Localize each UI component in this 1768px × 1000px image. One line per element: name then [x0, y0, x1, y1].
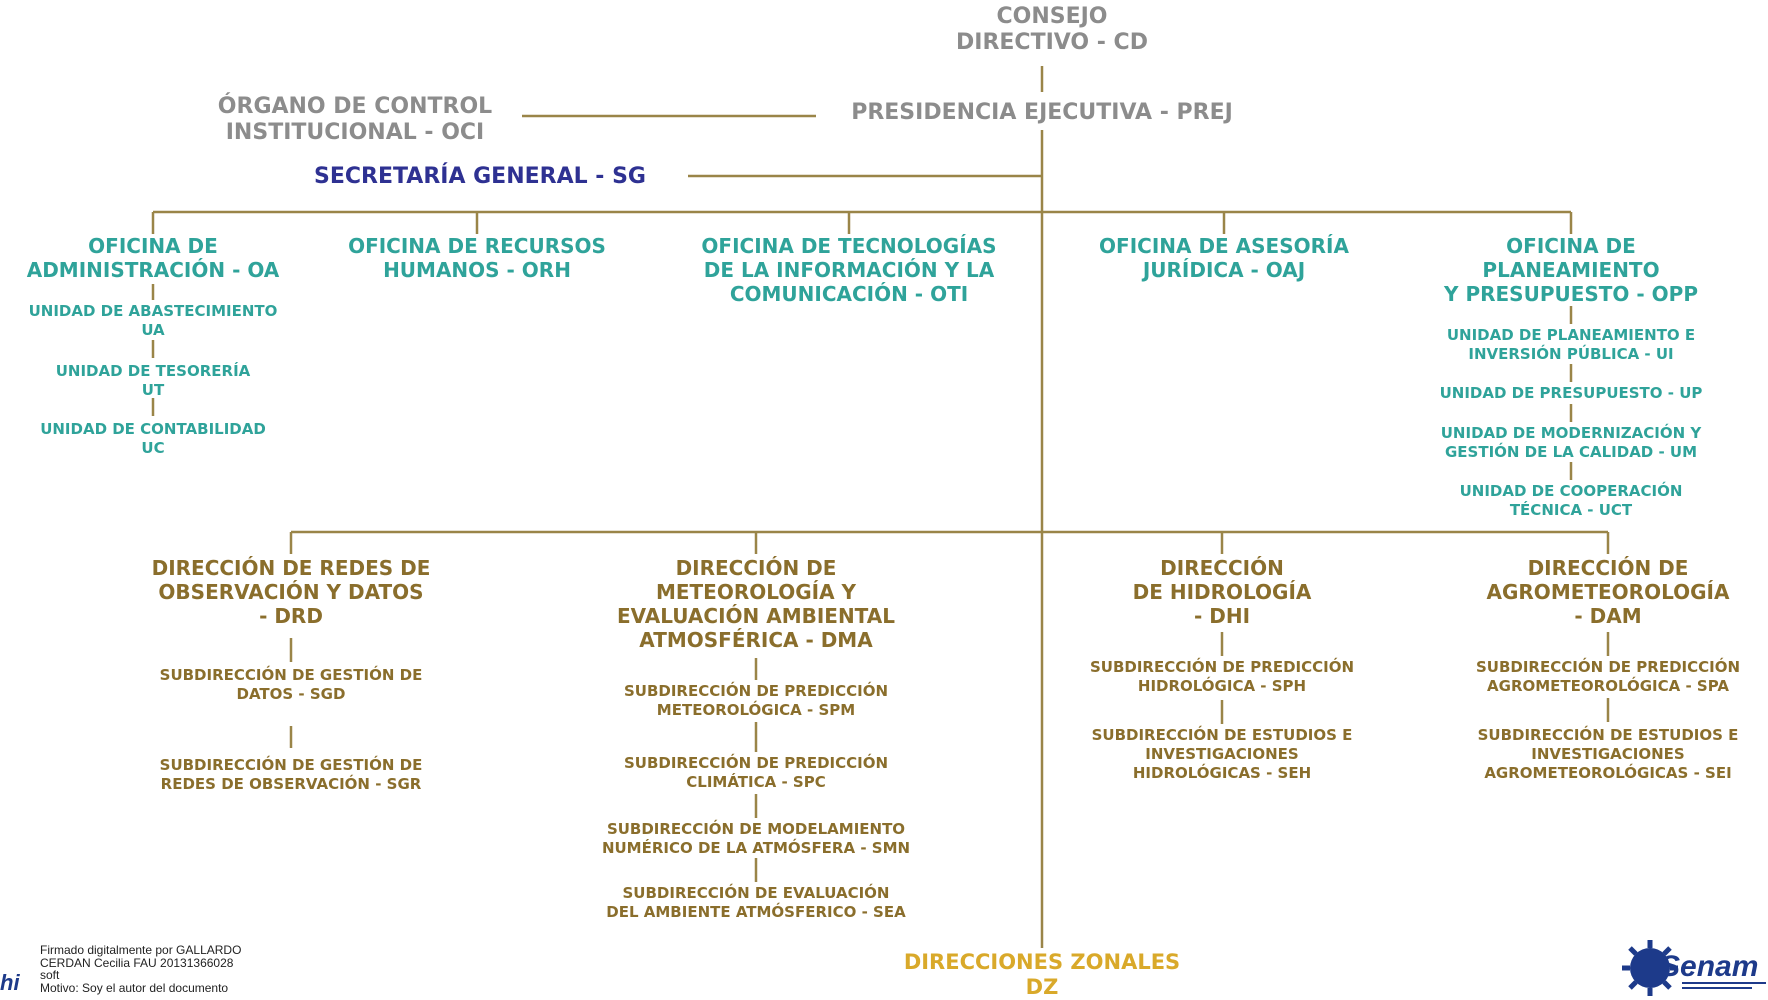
- digital-signature-text: Firmado digitalmente por GALLARDO CERDAN…: [40, 943, 242, 995]
- node-oficina-tecnologias: OFICINA DE TECNOLOGÍAS DE LA INFORMACIÓN…: [701, 234, 997, 306]
- node-subdireccion-sgr: SUBDIRECCIÓN DE GESTIÓN DE REDES DE OBSE…: [159, 756, 423, 793]
- node-subdireccion-spc: SUBDIRECCIÓN DE PREDICCIÓN CLIMÁTICA - S…: [623, 754, 889, 791]
- node-unidad-contabilidad: UNIDAD DE CONTABILIDAD UC: [40, 420, 266, 457]
- node-direccion-meteorologia: DIRECCIÓN DE METEOROLOGÍA Y EVALUACIÓN A…: [617, 556, 895, 652]
- node-subdireccion-sei: SUBDIRECCIÓN DE ESTUDIOS E INVESTIGACION…: [1477, 726, 1739, 782]
- node-direccion-agrometeorologia: DIRECCIÓN DE AGROMETEOROLOGÍA - DAM: [1486, 556, 1730, 628]
- node-oficina-asesoria-juridica: OFICINA DE ASESORÍA JURÍDICA - OAJ: [1099, 234, 1349, 282]
- node-oficina-recursos-humanos: OFICINA DE RECURSOS HUMANOS - ORH: [348, 234, 606, 282]
- senamhi-logo-left: hi: [0, 970, 20, 995]
- node-oficina-administracion: OFICINA DE ADMINISTRACIÓN - OA: [26, 234, 280, 282]
- node-subdireccion-sph: SUBDIRECCIÓN DE PREDICCIÓN HIDROLÓGICA -…: [1089, 658, 1355, 695]
- node-unidad-tesoreria: UNIDAD DE TESORERÍA UT: [55, 362, 251, 399]
- node-oficina-planeamiento: OFICINA DE PLANEAMIENTO Y PRESUPUESTO - …: [1444, 234, 1698, 306]
- node-subdireccion-spm: SUBDIRECCIÓN DE PREDICCIÓN METEOROLÓGICA…: [623, 682, 889, 719]
- senamhi-logo-icon: Senam: [1620, 938, 1768, 1000]
- node-subdireccion-spa: SUBDIRECCIÓN DE PREDICCIÓN AGROMETEOROLÓ…: [1475, 658, 1741, 695]
- node-presidencia-ejecutiva: PRESIDENCIA EJECUTIVA - PREJ: [851, 100, 1233, 125]
- node-unidad-abastecimiento: UNIDAD DE ABASTECIMIENTO UA: [28, 302, 278, 339]
- node-direccion-redes: DIRECCIÓN DE REDES DE OBSERVACIÓN Y DATO…: [151, 556, 431, 628]
- node-secretaria-general: SECRETARÍA GENERAL - SG: [314, 164, 646, 189]
- svg-text:Senam: Senam: [1660, 950, 1758, 983]
- node-organo-control: ÓRGANO DE CONTROL INSTITUCIONAL - OCI: [217, 94, 493, 146]
- node-subdireccion-smn: SUBDIRECCIÓN DE MODELAMIENTO NUMÉRICO DE…: [601, 820, 911, 857]
- node-unidad-planeamiento: UNIDAD DE PLANEAMIENTO E INVERSIÓN PÚBLI…: [1446, 326, 1696, 363]
- node-subdireccion-seh: SUBDIRECCIÓN DE ESTUDIOS E INVESTIGACION…: [1091, 726, 1353, 782]
- node-consejo-directivo: CONSEJO DIRECTIVO - CD: [956, 4, 1148, 56]
- node-unidad-modernizacion: UNIDAD DE MODERNIZACIÓN Y GESTIÓN DE LA …: [1440, 424, 1702, 461]
- node-subdireccion-sea: SUBDIRECCIÓN DE EVALUACIÓN DEL AMBIENTE …: [606, 884, 906, 921]
- node-unidad-cooperacion: UNIDAD DE COOPERACIÓN TÉCNICA - UCT: [1459, 482, 1683, 519]
- node-direcciones-zonales: DIRECCIONES ZONALES DZ: [903, 950, 1181, 1000]
- node-unidad-presupuesto: UNIDAD DE PRESUPUESTO - UP: [1439, 384, 1703, 402]
- node-direccion-hidrologia: DIRECCIÓN DE HIDROLOGÍA - DHI: [1132, 556, 1312, 628]
- node-subdireccion-sgd: SUBDIRECCIÓN DE GESTIÓN DE DATOS - SGD: [159, 666, 423, 703]
